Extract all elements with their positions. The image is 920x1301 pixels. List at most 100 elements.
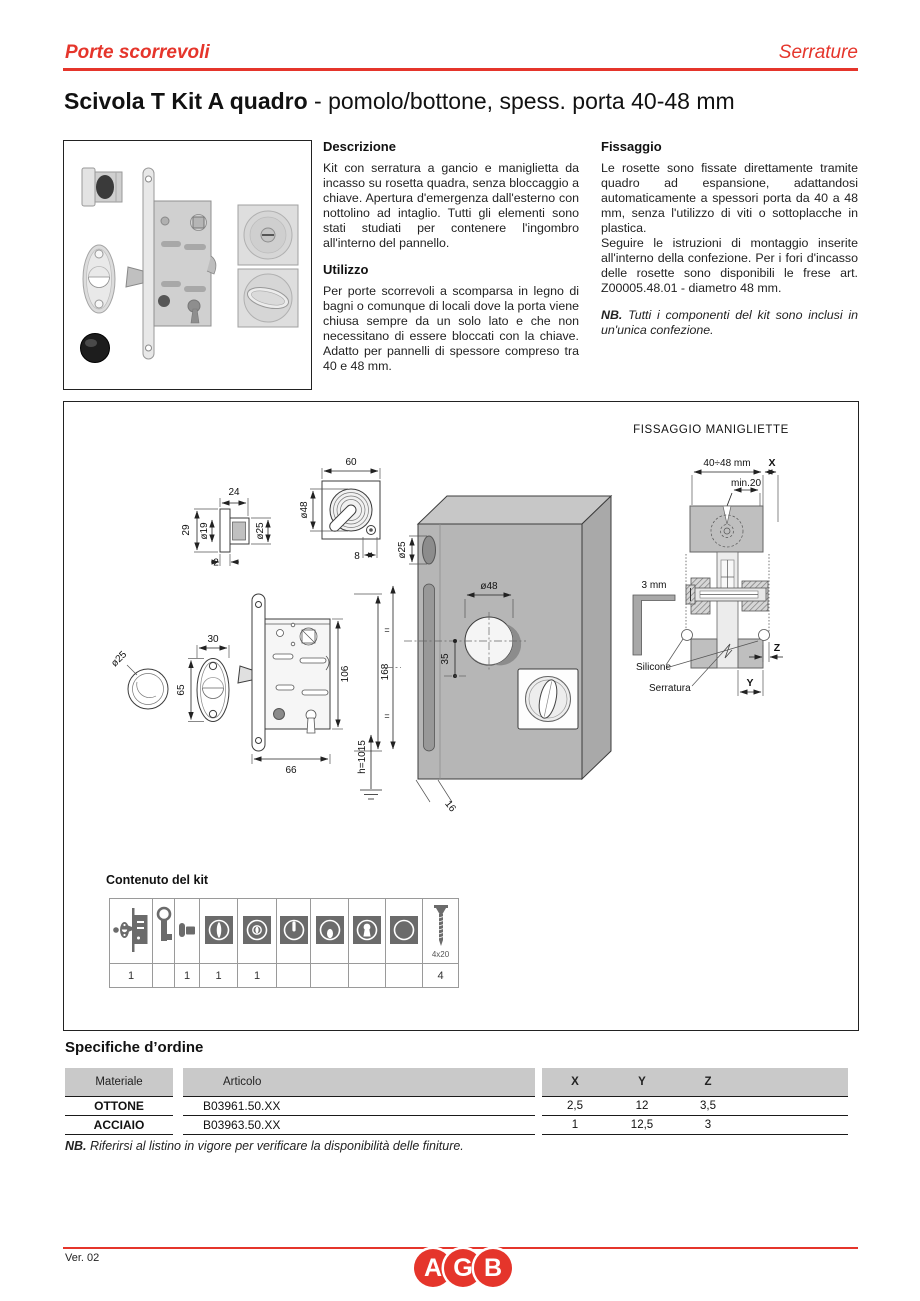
dim-60: 60: [345, 457, 357, 468]
technical-drawing: FISSAGGIO MANIGLIETTE 24 29 ø19 ø25: [109, 424, 789, 815]
oval-flush-pull-photo: [82, 244, 116, 314]
table-rule: [65, 1095, 173, 1097]
category-right: Serrature: [778, 42, 858, 63]
label-silicone: Silicone: [636, 662, 671, 673]
dim-min20: min.20: [731, 478, 761, 489]
label-serratura: Serratura: [649, 683, 691, 694]
kit-qty: 1: [199, 963, 238, 988]
kit-icons-row: 4x20: [109, 898, 459, 964]
rosette-bar-icon: [279, 915, 308, 944]
fissaggio-p2: Seguire le istruzioni di montaggio inser…: [601, 236, 858, 295]
dim-3mm: 3 mm: [642, 580, 667, 591]
fissaggio-p1: Le rosette sono fissate direttamente tra…: [601, 161, 858, 235]
header-xyz-block: X Y Z: [542, 1068, 848, 1096]
rosette-front-drawing: 60 ø48 8: [299, 457, 381, 562]
dim-29: 29: [181, 524, 192, 536]
nb-label: NB.: [601, 308, 623, 322]
fissaggio-maniglette-title: FISSAGGIO MANIGLIETTE: [633, 424, 789, 436]
door-panel-drawing: ø48 35 ø25 = = 1: [384, 494, 613, 815]
lockset-icon: [113, 907, 148, 952]
kit-qty: 1: [109, 963, 153, 988]
knob-tool-icon: [156, 906, 172, 941]
utilizzo-heading: Utilizzo: [323, 262, 369, 277]
table-rule: [183, 1095, 535, 1097]
edge-pull-photo: [81, 167, 123, 207]
table-rule: [542, 1133, 848, 1135]
table-rule: [542, 1095, 848, 1097]
logo-letter-b: B: [474, 1249, 512, 1287]
lock-drawing: 66 106 168 h=1015: [237, 593, 391, 800]
kit-item-screws: 4x20: [422, 898, 459, 964]
dim-168: 168: [380, 663, 391, 680]
kit-quantities-row: 1 1 1 1 4: [109, 963, 459, 988]
dim-x: X: [768, 457, 775, 469]
kit-qty: 4: [422, 963, 459, 988]
dim-8: 8: [354, 551, 360, 562]
header-rule: [63, 68, 858, 71]
table-rule: [65, 1114, 173, 1116]
category-left: Porte scorrevoli: [65, 42, 210, 63]
square-rosette-button-photo: [237, 204, 299, 266]
allen-key: [632, 594, 676, 656]
dim-o25-pull: ø25: [255, 522, 266, 540]
kit-contents-table: 4x20 1 1 1 1 4: [109, 898, 459, 988]
product-subtitle: - pomolo/bottone, spess. porta 40-48 mm: [307, 88, 735, 114]
dim-o19: ø19: [199, 522, 210, 540]
kit-contents-heading: Contenuto del kit: [106, 873, 209, 887]
rosette-oval-icon: [315, 915, 344, 944]
dim-y: Y: [746, 677, 753, 689]
black-knob-photo: [80, 333, 110, 363]
table-rule: [65, 1133, 173, 1135]
footer-rule: [63, 1247, 858, 1249]
technical-drawing-box: FISSAGGIO MANIGLIETTE 24 29 ø19 ø25: [63, 401, 859, 1031]
square-rosette-thumbturn-photo: [237, 268, 299, 328]
nb-text: Tutti i componenti del kit sono inclusi …: [601, 308, 858, 337]
order-nb-text: Riferirsi al listino in vigore per verif…: [86, 1139, 464, 1153]
row1-y: 12: [635, 1099, 649, 1112]
dim-o25-spine: ø25: [397, 541, 408, 559]
header-y: Y: [638, 1076, 646, 1088]
dim-o48-rosette: ø48: [299, 501, 310, 519]
kit-item-edge-pull: [174, 898, 200, 964]
logo-letter-g: G: [444, 1249, 482, 1287]
rosette-plain-icon: [390, 915, 418, 944]
logo-letter-a: A: [414, 1249, 452, 1287]
rosette-lens-icon: [204, 915, 233, 944]
header-materiale: Materiale: [65, 1068, 173, 1096]
row1-x: 2,5: [567, 1099, 583, 1112]
row2-materiale: ACCIAIO: [93, 1117, 145, 1132]
row1-z: 3,5: [700, 1099, 716, 1112]
dim-30: 30: [207, 634, 219, 645]
dim-40-48: 40÷48 mm: [703, 458, 750, 469]
row2-z: 3: [704, 1118, 712, 1131]
header-articolo: Articolo: [183, 1068, 535, 1096]
kit-qty: 1: [237, 963, 277, 988]
agb-logo: A G B: [414, 1249, 512, 1287]
dim-equal-top: =: [384, 625, 389, 635]
product-components-illustration: [80, 167, 299, 363]
order-nb-label: NB.: [65, 1139, 87, 1153]
row2-articolo: B03963.50.XX: [203, 1117, 281, 1132]
kit-qty: [276, 963, 311, 988]
row2-x: 1: [571, 1118, 579, 1131]
order-nb-note: NB. Riferirsi al listino in vigore per v…: [65, 1139, 464, 1153]
rosette-keyhole-icon: [353, 915, 381, 944]
header-z: Z: [704, 1076, 712, 1088]
knob-drawing: ø25: [109, 649, 169, 710]
kit-item-rosette-keyhole: [348, 898, 386, 964]
screw-icon: [433, 905, 448, 946]
dim-h1015: h=1015: [357, 740, 368, 774]
rosette-button-icon: [243, 915, 271, 944]
fixing-cross-section: 40÷48 mm X min.20: [632, 457, 783, 696]
edge-pull-icon: [179, 922, 195, 937]
order-specs-heading: Specifiche d’ordine: [65, 1039, 204, 1056]
dim-106: 106: [340, 665, 351, 682]
page-title: Scivola T Kit A quadro - pomolo/bottone,…: [64, 88, 735, 115]
kit-qty: [152, 963, 175, 988]
column-fissaggio: Fissaggio Le rosette sono fissate dirett…: [601, 139, 858, 338]
dim-35: 35: [440, 653, 451, 665]
kit-qty: 1: [174, 963, 200, 988]
dim-65: 65: [176, 684, 187, 696]
oval-plate-drawing: 30 65: [176, 634, 230, 722]
